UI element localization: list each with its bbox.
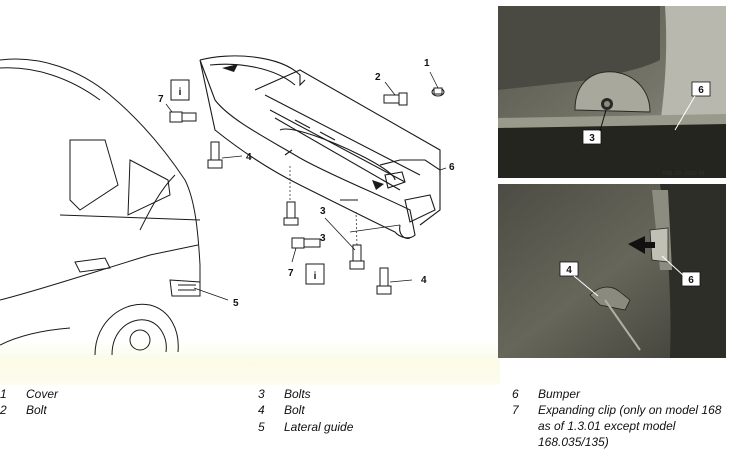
legend-number: 5	[258, 420, 265, 434]
callout-3-a: 3	[320, 206, 326, 217]
expanding-clip-top	[169, 111, 197, 123]
legend-number: 7	[512, 403, 519, 417]
callout-4-top: 4	[246, 152, 252, 163]
background-band	[0, 340, 500, 385]
callout-7-top: 7	[158, 94, 164, 105]
bolt-2	[383, 92, 408, 106]
expanding-clip-bottom	[291, 237, 321, 249]
bolt-3-a	[283, 201, 299, 226]
legend-text: Bumper	[538, 387, 581, 401]
bolt-4-bottom	[376, 267, 392, 295]
legend-text: Bolt	[26, 403, 47, 417]
direction-arrows	[222, 64, 384, 190]
legend-text: 168.035/135)	[538, 435, 609, 449]
photo-bottom: 4 6	[498, 184, 726, 358]
car-body	[0, 58, 201, 356]
svg-text:4: 4	[566, 265, 572, 276]
callout-6: 6	[449, 162, 455, 173]
callout-3-b: 3	[320, 233, 326, 244]
svg-text:i: i	[179, 87, 182, 98]
bolt-3-b	[349, 244, 365, 270]
legend-text: as of 1.3.01 except model	[538, 419, 676, 433]
legend-text: Expanding clip (only on model 168	[538, 403, 722, 417]
callout-5: 5	[233, 298, 239, 309]
legend-number: 4	[258, 403, 265, 417]
legend-text: Bolts	[284, 387, 311, 401]
legend-number: 3	[258, 387, 265, 401]
info-box-bottom: i	[305, 263, 325, 285]
svg-text:3: 3	[589, 133, 595, 144]
photo-top: 3 6 P88.20-2016-01	[498, 6, 726, 178]
svg-text:6: 6	[688, 275, 694, 286]
info-box-top: i	[170, 79, 190, 101]
cover-part	[431, 87, 445, 97]
svg-text:P88.20-2016-01: P88.20-2016-01	[663, 171, 705, 177]
legend-text: Lateral guide	[284, 420, 354, 434]
svg-text:6: 6	[698, 85, 704, 96]
svg-text:i: i	[314, 271, 317, 282]
legend-text: Cover	[26, 387, 59, 401]
legend-text: Bolt	[284, 403, 305, 417]
callout-4-bottom: 4	[421, 275, 427, 286]
bumper-exploded	[199, 55, 441, 239]
callout-2: 2	[375, 72, 381, 83]
legend-number: 1	[0, 387, 7, 401]
callout-7-bottom: 7	[288, 268, 294, 279]
callout-1: 1	[424, 58, 430, 69]
legend-number: 6	[512, 387, 519, 401]
bolt-4-top	[207, 141, 223, 169]
legend-number: 2	[0, 403, 7, 417]
